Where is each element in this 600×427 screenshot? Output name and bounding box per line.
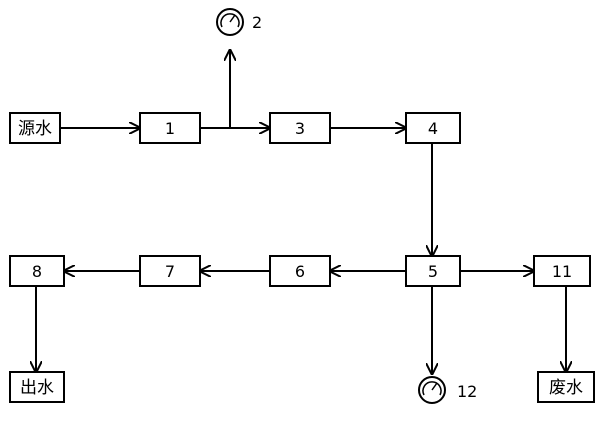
node-source-water: 源水 — [9, 112, 61, 144]
node-2: 2 — [216, 8, 262, 36]
node-6: 6 — [269, 255, 331, 287]
node-8: 8 — [9, 255, 65, 287]
node-label: 2 — [252, 13, 262, 32]
node-1: 1 — [139, 112, 201, 144]
node-label: 6 — [295, 262, 305, 281]
node-4: 4 — [405, 112, 461, 144]
node-label: 废水 — [549, 378, 583, 398]
node-label: 5 — [428, 262, 438, 281]
node-label: 11 — [552, 262, 572, 281]
pressure-gauge-icon — [418, 376, 446, 404]
connectors — [36, 50, 566, 374]
node-label: 源水 — [18, 119, 52, 139]
node-11: 11 — [533, 255, 591, 287]
node-label: 7 — [165, 262, 175, 281]
node-label: 1 — [165, 119, 175, 138]
node-label: 12 — [457, 382, 477, 401]
node-3: 3 — [269, 112, 331, 144]
node-5: 5 — [405, 255, 461, 287]
pressure-gauge-icon — [216, 8, 244, 36]
node-label: 8 — [32, 262, 42, 281]
node-label: 出水 — [20, 378, 54, 398]
node-7: 7 — [139, 255, 201, 287]
node-outlet-water: 出水 — [9, 371, 65, 403]
node-waste-water: 废水 — [537, 371, 595, 403]
node-12: 12 — [418, 376, 477, 404]
node-label: 4 — [428, 119, 438, 138]
node-label: 3 — [295, 119, 305, 138]
